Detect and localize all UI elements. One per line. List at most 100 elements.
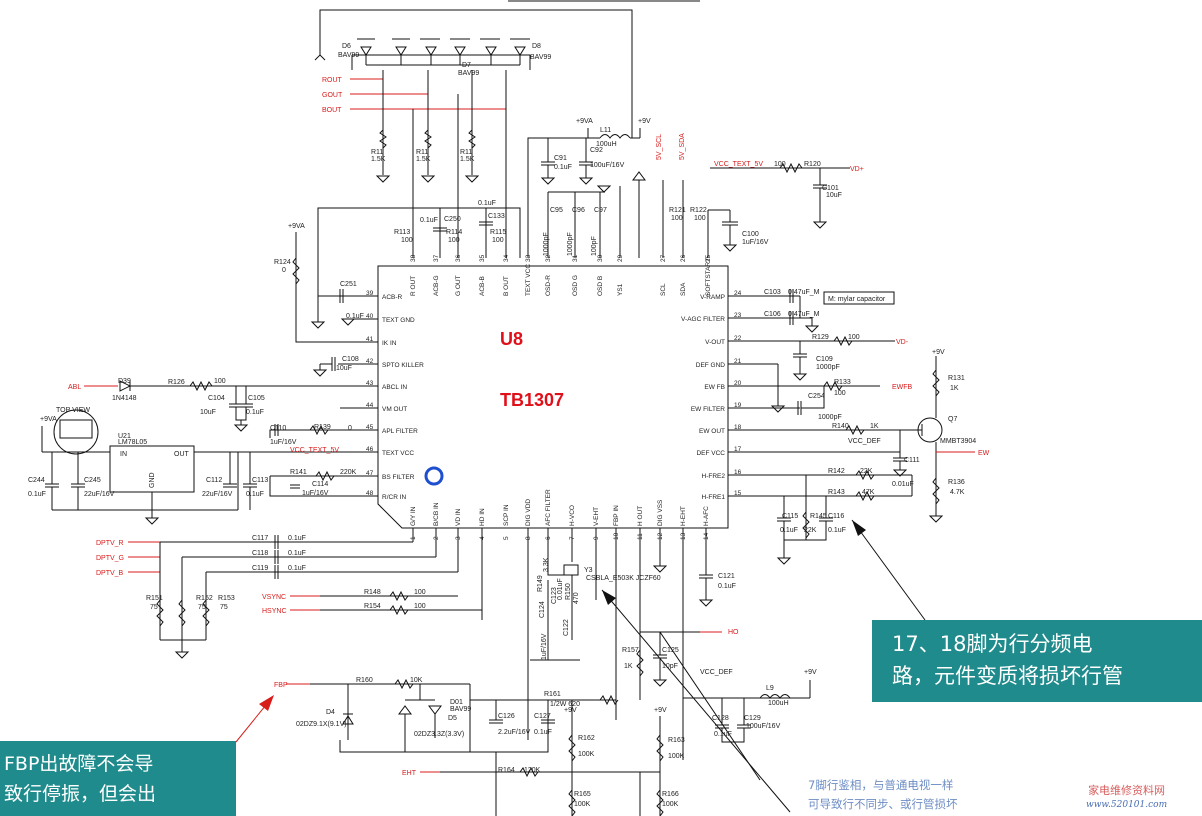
- pin-name: H-FRE2: [702, 473, 726, 480]
- label-c111: C111: [904, 457, 920, 464]
- pin-number: 36: [455, 254, 462, 262]
- label-c115: C115: [782, 513, 798, 520]
- label-r143v: 47K: [862, 489, 875, 496]
- pin-name: BS FILTER: [382, 474, 415, 481]
- label-r148v: 100: [414, 589, 426, 596]
- note-pin-7-line2: 可导致行不同步、或行管损坏: [808, 797, 958, 811]
- pin-number: 10: [613, 532, 620, 540]
- pin-name: H-VCO: [569, 505, 576, 526]
- label-d39v: 1N4148: [112, 395, 137, 402]
- label-fbp: FBP: [274, 682, 288, 689]
- label-c112: C112: [206, 477, 222, 484]
- label-sda5: 5V_SDA: [679, 133, 686, 160]
- label-c101v: 10uF: [826, 192, 842, 199]
- label-r126: R126: [168, 379, 185, 386]
- label-r161: R161: [544, 691, 561, 698]
- label-c129: C129: [744, 715, 761, 722]
- label-r152: R152: [196, 595, 213, 602]
- label-d7v: BAV99: [458, 70, 479, 77]
- label-r145: R145: [810, 513, 827, 520]
- label-vdminus: VD-: [896, 339, 909, 346]
- pin-name: EW OUT: [699, 428, 725, 435]
- label-r141v: 220K: [340, 469, 357, 476]
- label-q7v: MMBT3904: [940, 438, 976, 445]
- label-c251: C251: [340, 281, 357, 288]
- pin-name: G OUT: [455, 275, 462, 296]
- pin-number: 6: [545, 536, 552, 540]
- note-pin-17-18: 17、18脚为行分频电 路，元件变质将损坏行管: [872, 620, 1202, 702]
- label-r124v: 0: [282, 267, 286, 274]
- label-c128: C128: [712, 715, 729, 722]
- label-u21out: OUT: [174, 451, 190, 458]
- pin-name: R/CR IN: [382, 494, 407, 501]
- label-r164v: 120K: [524, 767, 541, 774]
- pin-name: DIG VDD: [525, 499, 532, 526]
- pin-name: TEXT GND: [382, 317, 415, 324]
- note-pin-17-18-line2: 路，元件变质将损坏行管: [892, 664, 1123, 688]
- pin-name: OSD B: [597, 276, 604, 296]
- pin-number: 19: [734, 402, 742, 409]
- pin-name: V-OUT: [705, 339, 725, 346]
- pin-name: DEF GND: [696, 362, 726, 369]
- label-r163v: 100K: [668, 753, 685, 760]
- pin-name: SPTO KILLER: [382, 362, 424, 369]
- label-c118: C118: [252, 550, 268, 557]
- label-r115v: 100: [492, 237, 504, 244]
- label-c244: C244: [28, 477, 45, 484]
- pin-number: 26: [680, 254, 687, 262]
- label-bout: BOUT: [322, 107, 342, 114]
- label-c111v: 0.01uF: [892, 481, 914, 488]
- label-ewfb: EWFB: [892, 384, 913, 391]
- label-r151: R151: [146, 595, 163, 602]
- pin-name: FBP IN: [613, 505, 620, 526]
- label-c122: C122: [563, 619, 570, 636]
- pin-name: G/Y IN: [410, 506, 417, 526]
- label-r164: R164: [498, 767, 515, 774]
- pin-name: V-RAMP: [700, 294, 725, 301]
- label-c110: C110: [270, 425, 286, 432]
- label-c109v: 1000pF: [816, 364, 840, 371]
- pin-name: ACB-B: [479, 276, 486, 296]
- label-d8v: BAV99: [530, 54, 551, 61]
- label-r162v: 100K: [578, 751, 595, 758]
- label-r165v: 100K: [574, 801, 591, 808]
- pin-number: 7: [569, 536, 576, 540]
- label-c127v: 0.1uF: [534, 729, 552, 736]
- label-r149v: 3.3K: [543, 557, 550, 572]
- label-eht: EHT: [402, 770, 417, 777]
- note-pin-17-18-line1: 17、18脚为行分频电: [892, 632, 1093, 656]
- label-c124v: 1uF/16V: [541, 633, 548, 660]
- pin-number: 43: [366, 380, 374, 387]
- pin-number: 42: [366, 358, 374, 365]
- pin-name: TEXT VCC: [525, 264, 532, 296]
- pin-name: R OUT: [410, 276, 417, 296]
- label-r153: R153: [218, 595, 235, 602]
- label-d01: D01: [450, 699, 463, 706]
- pin-name: SOFTSTART: [705, 258, 712, 296]
- label-r150v: 470: [573, 592, 580, 604]
- label-d01v: BAV99: [450, 706, 471, 713]
- label-c113v: 0.1uF: [246, 491, 264, 498]
- pin-number: 45: [366, 424, 374, 431]
- label-c105: C105: [248, 395, 265, 402]
- label-c103: C103: [764, 289, 781, 296]
- pin-number: 32: [545, 254, 552, 262]
- pin-name: OSD-R: [545, 275, 552, 296]
- label-r11bv: 1.5K: [416, 156, 431, 163]
- pin-number: 13: [680, 532, 687, 540]
- label-c133: C133: [488, 213, 505, 220]
- pin-number: 34: [503, 254, 510, 262]
- label-c250: C250: [444, 216, 461, 223]
- label-u21v: LM78L05: [118, 439, 147, 446]
- label-r122v: 100: [694, 215, 706, 222]
- label-vccdef2: VCC_DEF: [700, 669, 733, 676]
- pin-number: 11: [637, 533, 644, 540]
- label-u21: U21: [118, 433, 131, 440]
- label-dptvb: DPTV_B: [96, 570, 124, 577]
- pin-name: DIG VSS: [657, 499, 664, 526]
- label-r139v: 0: [348, 425, 352, 432]
- label-r11cv: 1.5K: [460, 156, 475, 163]
